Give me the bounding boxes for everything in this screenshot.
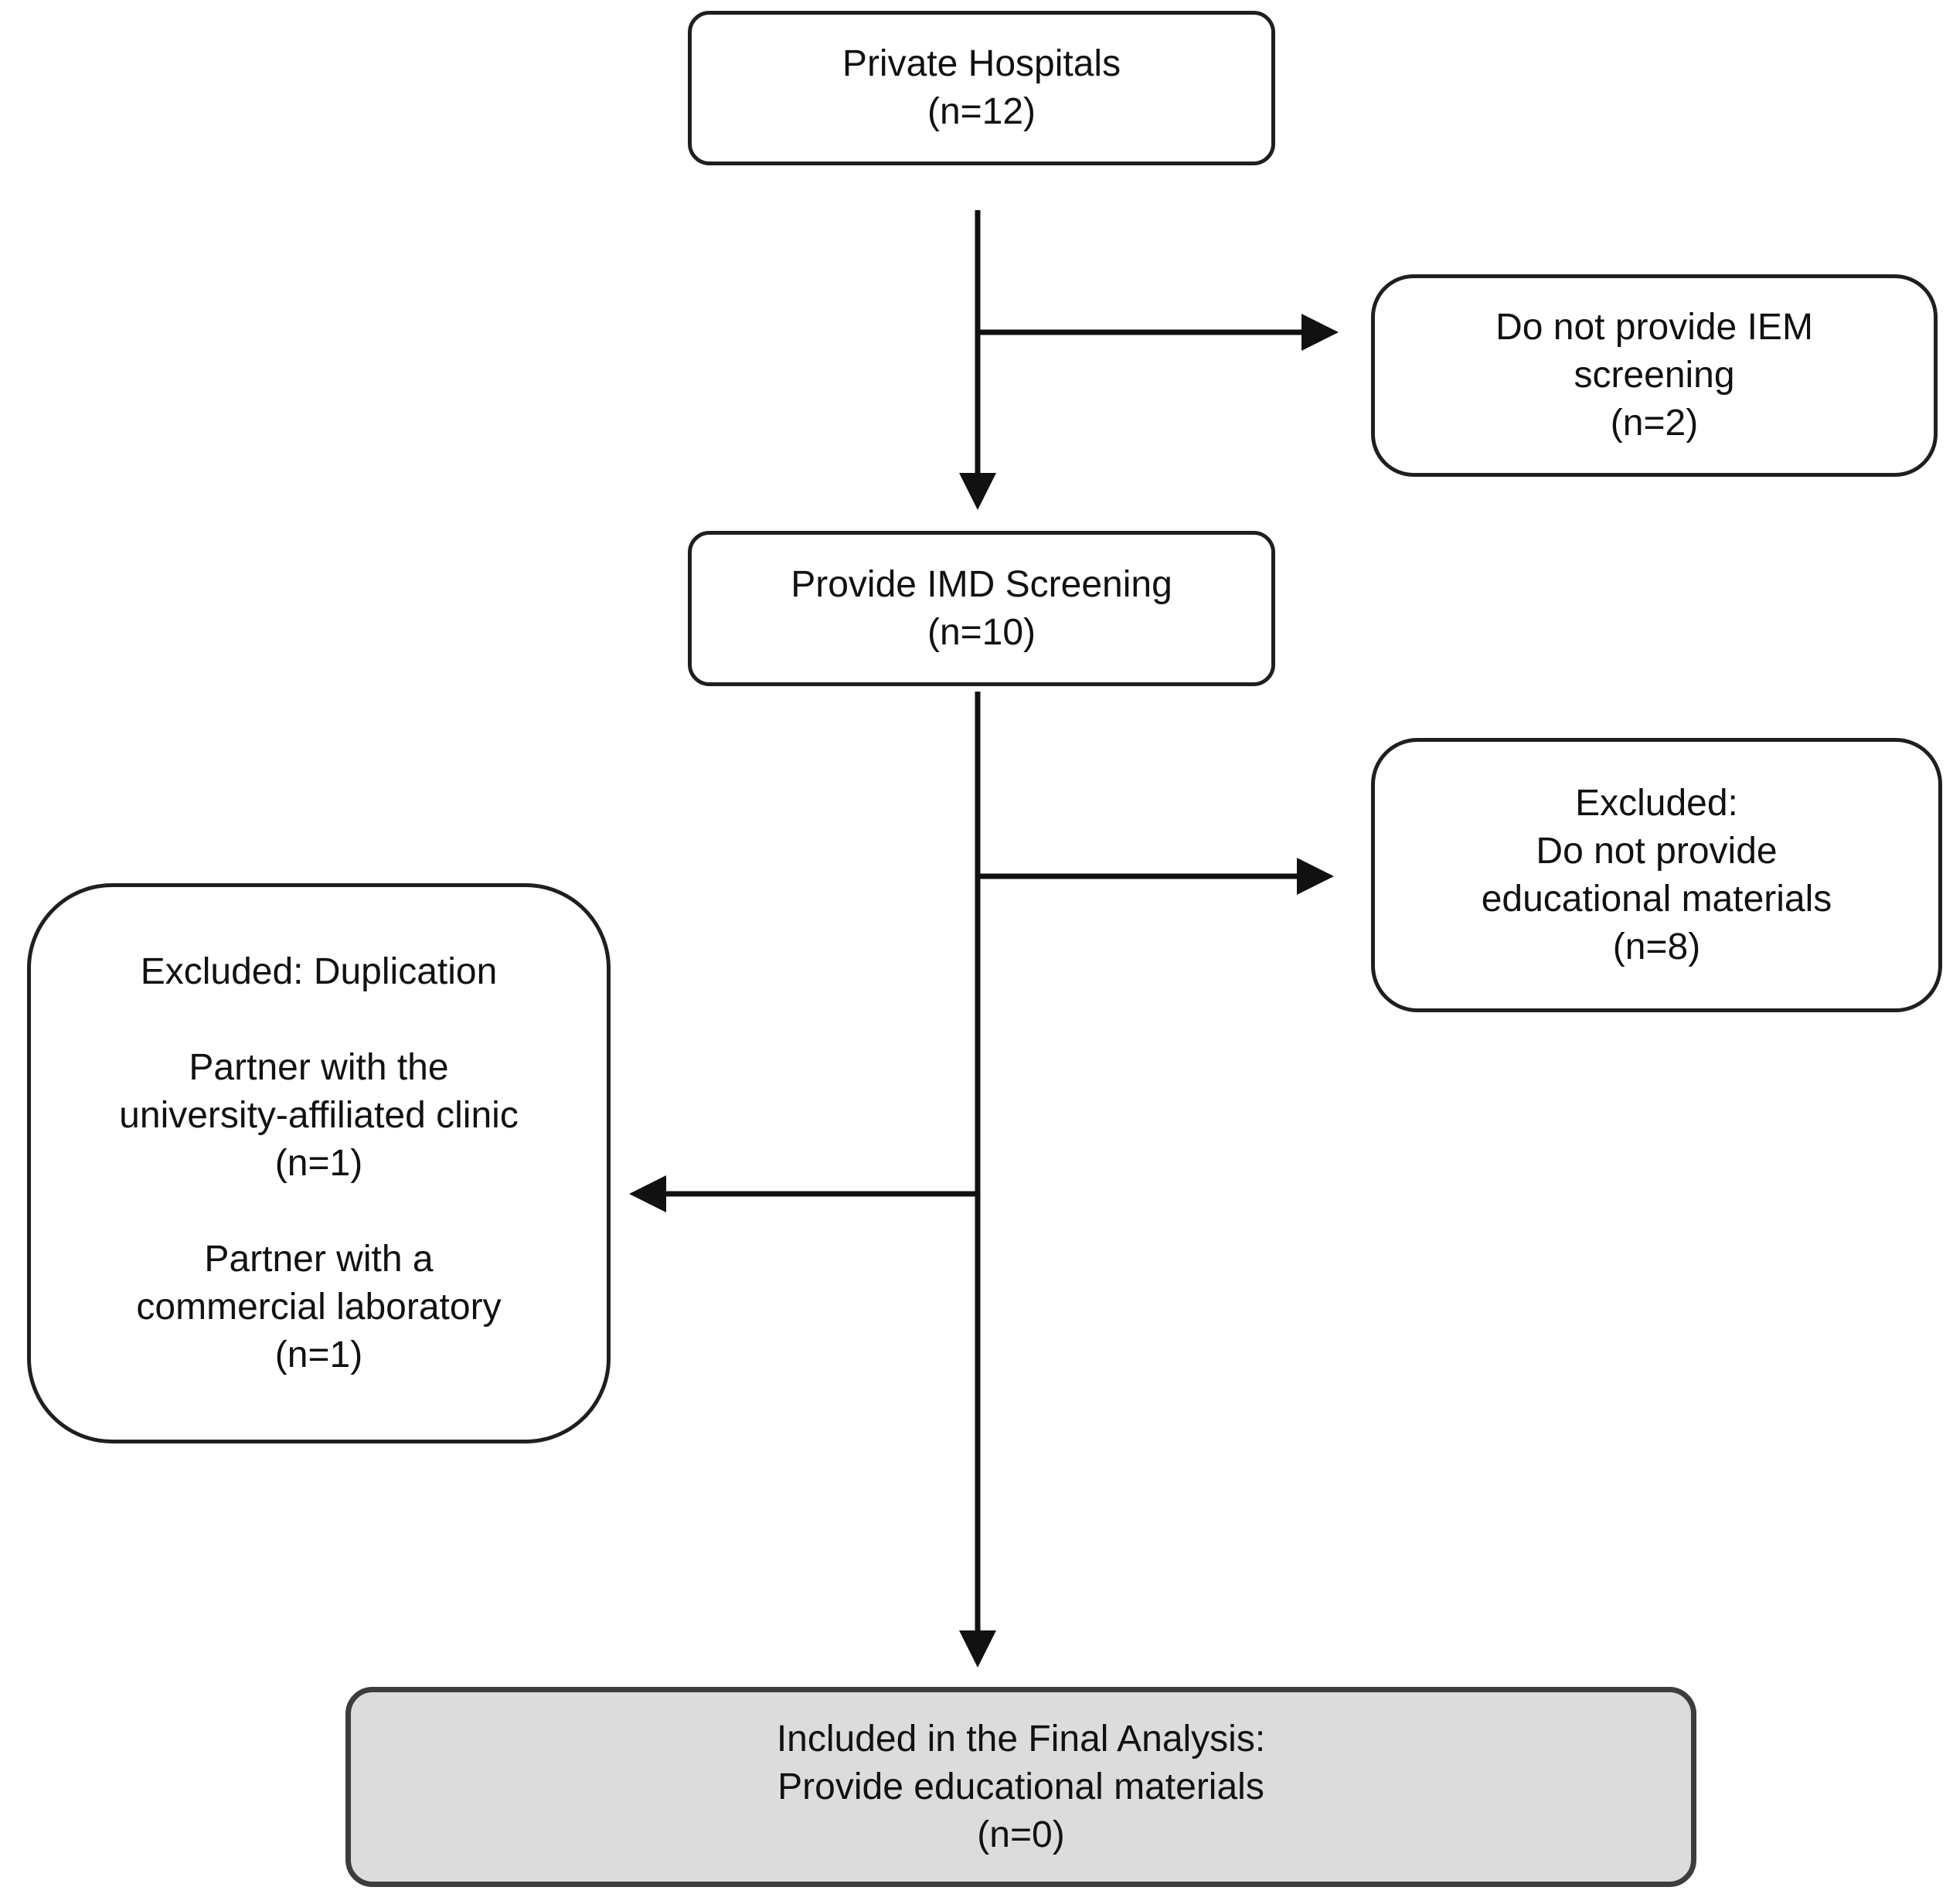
node-provide-imd-label: Provide IMD Screening [791, 563, 1172, 605]
node-excluded-materials-line2: Do not provide [1536, 830, 1778, 872]
node-included-final-analysis: Included in the Final Analysis: Provide … [345, 1687, 1696, 1887]
node-excluded-materials-line3: educational materials [1481, 878, 1832, 920]
node-duplication-partner-lab-line1: Partner with a [204, 1238, 434, 1280]
arrow-branch-excluded-materials [980, 858, 1334, 895]
node-final-analysis-count: (n=0) [977, 1814, 1065, 1855]
node-no-iem-label-line1: Do not provide IEM [1495, 307, 1813, 348]
node-duplication-partner-lab-count: (n=1) [274, 1334, 363, 1375]
node-final-analysis-line2: Provide educational materials [777, 1766, 1264, 1807]
node-excluded-duplication-heading: Excluded: Duplication [140, 950, 498, 992]
node-provide-imd-count: (n=10) [927, 611, 1036, 653]
arrow-branch-no-iem [980, 314, 1339, 351]
node-final-analysis-heading: Included in the Final Analysis: [776, 1718, 1266, 1760]
node-excluded-duplication: Excluded: Duplication Partner with the u… [27, 883, 611, 1443]
node-private-hospitals: Private Hospitals (n=12) [688, 11, 1275, 165]
node-duplication-partner-lab-line2: commercial laboratory [136, 1286, 502, 1328]
arrow-imd-to-final [959, 692, 996, 1668]
arrow-branch-excluded-duplication [629, 1175, 975, 1212]
node-duplication-partner-clinic-line1: Partner with the [189, 1046, 449, 1088]
node-excluded-materials-heading: Excluded: [1575, 782, 1738, 824]
node-excluded-materials-count: (n=8) [1612, 926, 1701, 967]
node-excluded-no-iem-screening: Do not provide IEM screening (n=2) [1371, 274, 1938, 477]
node-duplication-partner-clinic-count: (n=1) [274, 1142, 363, 1184]
node-no-iem-count: (n=2) [1610, 403, 1699, 444]
node-provide-imd-screening: Provide IMD Screening (n=10) [688, 531, 1275, 686]
arrow-hospitals-to-imd [959, 210, 996, 510]
node-no-iem-label-line2: screening [1574, 355, 1735, 396]
node-private-hospitals-count: (n=12) [927, 91, 1036, 132]
node-excluded-no-educational-materials: Excluded: Do not provide educational mat… [1371, 738, 1942, 1012]
node-duplication-partner-clinic-line2: university-affiliated clinic [119, 1094, 519, 1136]
node-private-hospitals-label: Private Hospitals [842, 43, 1121, 84]
